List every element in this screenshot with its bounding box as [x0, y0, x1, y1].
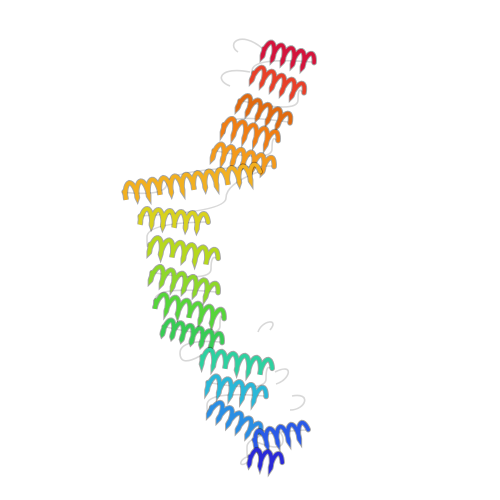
helix-dark-orange — [235, 93, 293, 131]
loop-segment — [257, 321, 274, 333]
helix-green-1 — [153, 292, 226, 330]
helix-long-amber — [122, 162, 262, 203]
helix-green-2 — [160, 318, 225, 352]
helix-orange-2 — [210, 142, 277, 177]
helix-teal — [199, 347, 274, 379]
loop-segment — [289, 394, 306, 411]
helix-red-orange — [249, 65, 307, 101]
helix-sky-blue — [206, 400, 263, 440]
helix-cyan — [205, 374, 268, 408]
helix-group — [121, 39, 317, 478]
helix-orange-1 — [220, 116, 281, 152]
helix-c-terminal-red — [260, 40, 317, 72]
helix-blue — [252, 420, 310, 454]
loop-segment — [146, 221, 207, 248]
helix-yellow — [138, 206, 210, 234]
loop-segment — [274, 368, 290, 385]
helix-n-terminal-blue — [247, 447, 284, 475]
loop-segment — [232, 38, 263, 53]
helix-yellow-green — [147, 236, 220, 268]
helix-lime — [148, 265, 221, 304]
loop-segment — [220, 69, 251, 87]
loop-segment — [161, 315, 223, 334]
loop-segment — [211, 137, 277, 158]
